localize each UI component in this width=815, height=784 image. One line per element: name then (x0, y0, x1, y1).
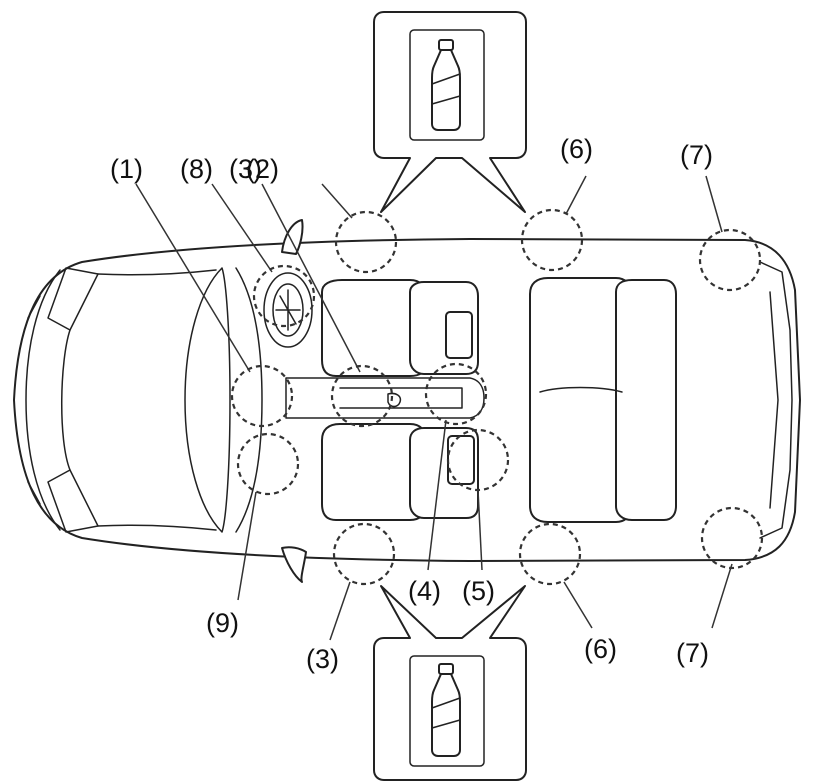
car-outline (13, 238, 801, 562)
car-body (13, 219, 801, 583)
label-1: (1) (110, 154, 143, 184)
label-7-top: (7) (680, 140, 713, 170)
inset-box-top (373, 11, 527, 213)
bottle-icon (431, 663, 461, 757)
callout-4 (424, 362, 488, 426)
hood-crease-top (61, 329, 71, 471)
rear-bumper (759, 261, 793, 539)
leader-9 (237, 491, 257, 601)
leader-6-top (565, 175, 587, 215)
hood-line-bottom (97, 524, 217, 531)
leader-7-top (705, 175, 723, 233)
leader-7-bottom (711, 563, 733, 629)
mirror-top (281, 219, 304, 255)
callout-7-top (698, 228, 762, 292)
callouts (230, 208, 764, 586)
dashboard (235, 267, 263, 533)
leader-5 (477, 489, 483, 571)
front-edge (27, 295, 41, 505)
mirror-bottom (281, 546, 307, 583)
leader-1 (135, 183, 251, 373)
steering-wheel (263, 272, 313, 348)
label-2: (2) (246, 154, 279, 184)
label-3-top: (3) (229, 154, 262, 184)
bottle-icon (431, 39, 461, 131)
center-console (285, 377, 485, 419)
leader-2 (261, 183, 361, 373)
leader-4 (427, 419, 447, 571)
callout-9 (236, 432, 300, 496)
rear-bumper-inner (769, 291, 779, 509)
label-9: (9) (206, 608, 239, 638)
front-bumper (25, 269, 61, 531)
label-3-bottom: (3) (306, 644, 339, 674)
label-4: (4) (408, 576, 441, 606)
labels: (1) (8) (3) (2) (6) (7) (9) (4) (5) (3) … (110, 134, 713, 674)
label-7-bottom: (7) (676, 638, 709, 668)
rear-seat-split (539, 386, 623, 393)
label-8: (8) (180, 154, 213, 184)
windshield (184, 267, 231, 533)
leader-3-top (321, 183, 353, 219)
leader-lines (135, 175, 733, 641)
hood-line-top (97, 269, 217, 276)
leader-6-bottom (563, 581, 593, 629)
inset-box-bottom (373, 585, 527, 781)
callout-6-bottom (518, 522, 582, 586)
car-interior (235, 267, 677, 533)
headrest-top (445, 311, 473, 359)
callout-7-bottom (700, 506, 764, 570)
callout-6-top (520, 208, 584, 272)
label-6-top: (6) (560, 134, 593, 164)
console-detail (339, 387, 463, 409)
callout-3-bottom (332, 522, 396, 586)
callout-2 (330, 364, 394, 428)
callout-3-top (334, 210, 398, 274)
callout-8 (252, 264, 316, 328)
label-5: (5) (462, 576, 495, 606)
leader-3-bottom (329, 581, 351, 641)
label-6-bottom: (6) (584, 634, 617, 664)
callout-1 (230, 364, 294, 428)
rear-seat-back (615, 279, 677, 521)
leader-8 (211, 183, 273, 273)
